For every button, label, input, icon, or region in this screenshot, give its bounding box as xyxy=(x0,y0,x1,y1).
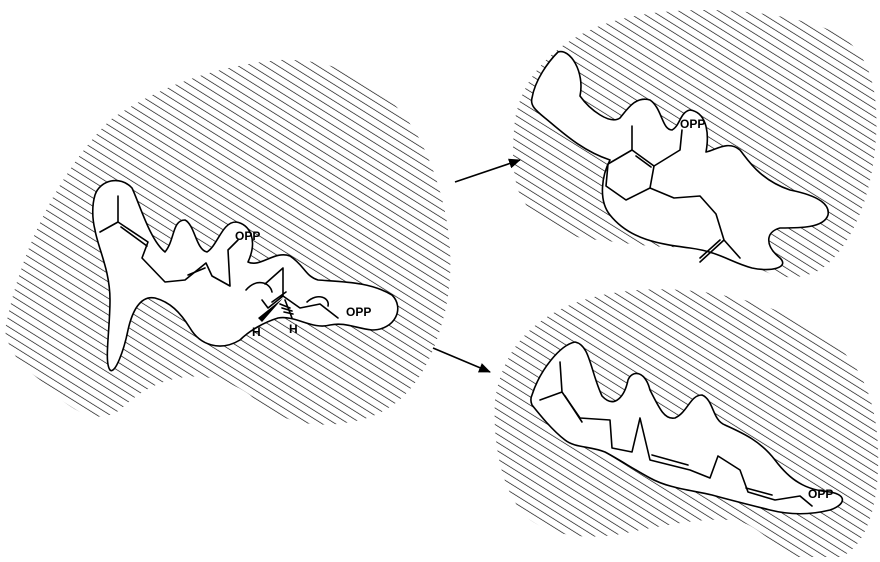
top-right-side-chain xyxy=(649,187,741,263)
arrow-to-bottom-product xyxy=(432,347,491,373)
left-hashed-bond xyxy=(279,299,294,319)
top-right-active-site-pocket xyxy=(530,50,829,271)
bottom-right-double-bond-1 xyxy=(564,395,583,423)
left-curved-arrow-1 xyxy=(245,281,273,293)
left-ipp-chain xyxy=(261,267,339,319)
top-right-opp-label: OPP xyxy=(680,117,705,131)
bottom-right-substrate-chain xyxy=(539,361,813,507)
bottom-right-opp-label: OPP xyxy=(808,487,833,501)
left-double-bond-2 xyxy=(187,267,206,276)
left-curved-arrow-2 xyxy=(306,295,329,307)
left-enzyme-panel: OPP OPP H H xyxy=(5,59,451,425)
left-h-label-right: H xyxy=(289,322,298,336)
left-opp-label-right: OPP xyxy=(346,305,371,319)
bottom-right-enzyme-panel: OPP xyxy=(494,289,879,557)
left-opp-label-top: OPP xyxy=(235,229,260,243)
arrow-to-top-product xyxy=(454,158,521,183)
left-double-bond-1 xyxy=(120,226,148,247)
top-right-opp-arm xyxy=(653,129,683,167)
left-wedge-bond xyxy=(258,298,283,322)
left-h-label-left: H xyxy=(252,325,261,339)
bottom-right-double-bond-2 xyxy=(651,454,689,466)
bottom-right-double-bond-3 xyxy=(745,487,773,496)
bottom-right-active-site-pocket xyxy=(530,341,844,515)
left-active-site-pocket xyxy=(91,179,399,372)
top-right-enzyme-panel: OPP xyxy=(513,10,877,278)
